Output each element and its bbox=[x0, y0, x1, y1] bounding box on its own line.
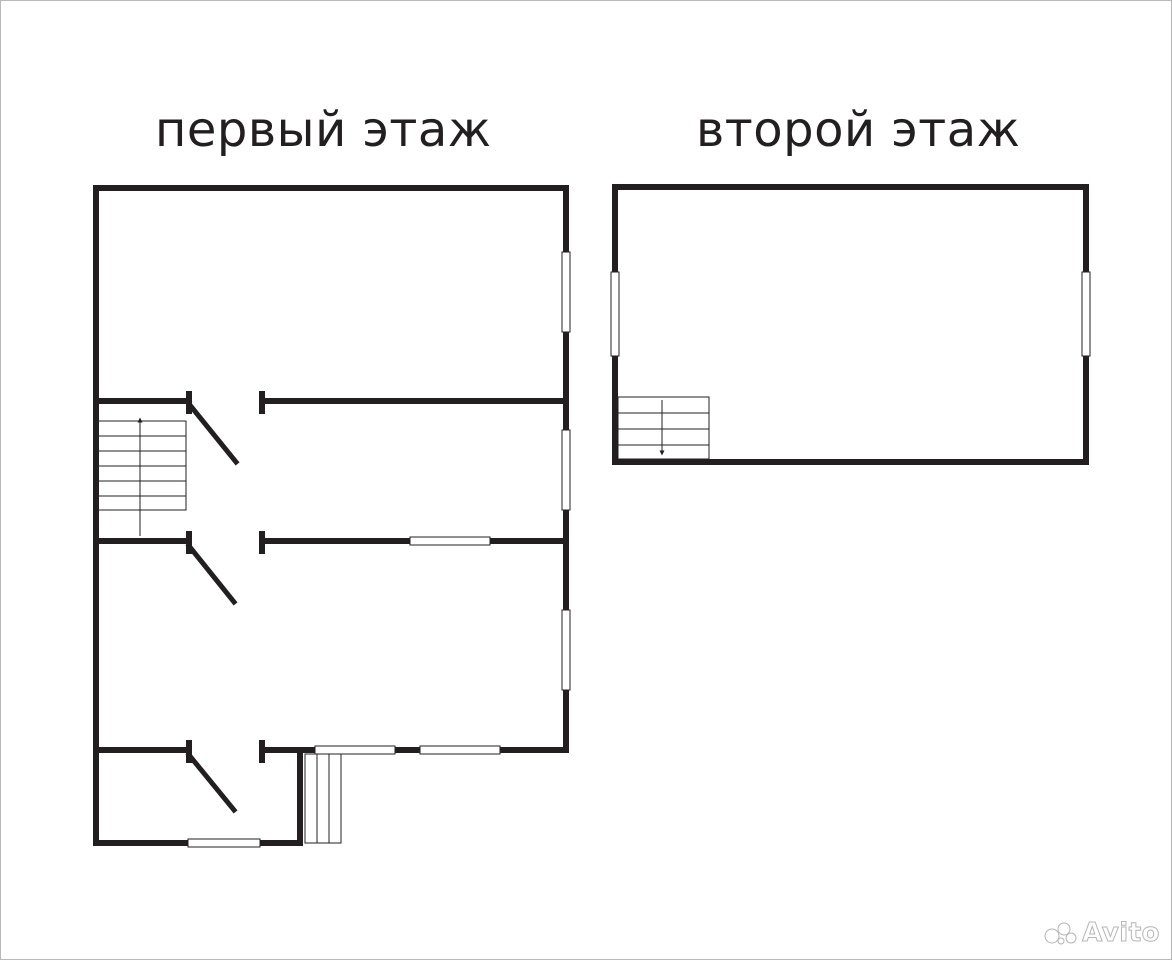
second-floor-plan bbox=[612, 184, 1089, 465]
second-floor-staircase bbox=[617, 396, 710, 460]
avito-watermark: Avito bbox=[1044, 918, 1160, 949]
second-floor-outer-walls bbox=[612, 184, 1089, 465]
door-leaf bbox=[185, 542, 238, 606]
avito-watermark-text: Avito bbox=[1082, 918, 1160, 949]
second-floor-windows bbox=[610, 271, 1091, 357]
window bbox=[561, 251, 571, 333]
window bbox=[561, 429, 571, 511]
first-floor-plan bbox=[93, 185, 569, 846]
door-leaf bbox=[185, 400, 240, 466]
window bbox=[314, 745, 396, 755]
door-leaf bbox=[185, 751, 238, 814]
first-floor-title: первый этаж bbox=[155, 102, 492, 158]
window bbox=[1081, 271, 1091, 357]
first-floor-windows bbox=[187, 251, 571, 848]
window bbox=[561, 609, 571, 691]
window bbox=[409, 536, 491, 546]
window bbox=[419, 745, 501, 755]
second-floor-title: второй этаж bbox=[696, 102, 1021, 158]
window bbox=[610, 271, 620, 357]
avito-logo-icon bbox=[1044, 922, 1077, 945]
porch-steps bbox=[304, 753, 342, 844]
first-floor-staircase bbox=[97, 417, 187, 536]
window bbox=[187, 838, 261, 848]
